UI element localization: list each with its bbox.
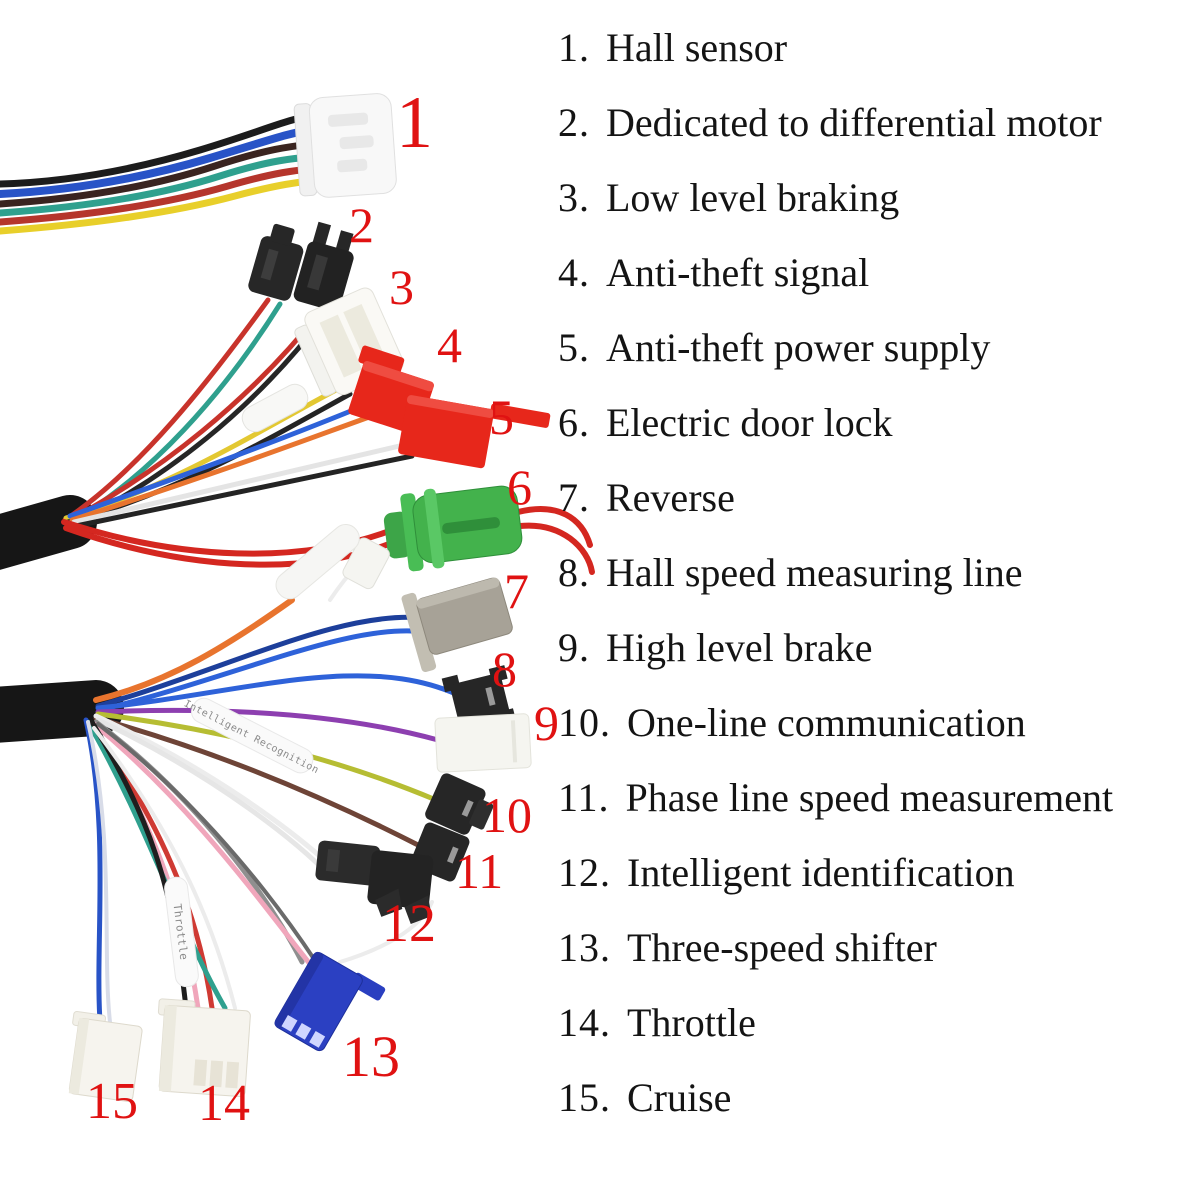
marker-8: 8 bbox=[492, 641, 517, 697]
legend-label: Hall sensor bbox=[606, 25, 788, 70]
connector-13-three-speed bbox=[274, 951, 386, 1052]
legend-item-8: 8. Hall speed measuring line bbox=[558, 553, 1023, 593]
legend-label: Intelligent identification bbox=[627, 850, 1015, 895]
legend-item-10: 10. One-line communication bbox=[558, 703, 1026, 743]
cable-sheath-upper bbox=[0, 495, 97, 570]
legend-num: 2. bbox=[558, 100, 590, 145]
legend-item-3: 3. Low level braking bbox=[558, 178, 899, 218]
legend-num: 10. bbox=[558, 700, 611, 745]
connector-10-one-line-comm bbox=[425, 773, 494, 835]
legend-label: Phase line speed measurement bbox=[625, 775, 1114, 820]
marker-3: 3 bbox=[389, 259, 414, 315]
label-sleeve-blurred bbox=[241, 383, 309, 433]
legend-item-13: 13. Three-speed shifter bbox=[558, 928, 937, 968]
legend-num: 1. bbox=[558, 25, 590, 70]
marker-9: 9 bbox=[534, 695, 559, 751]
marker-12: 12 bbox=[382, 893, 436, 953]
legend-label: Reverse bbox=[606, 475, 735, 520]
legend-label: One-line communication bbox=[627, 700, 1026, 745]
connector-7-reverse bbox=[401, 577, 513, 673]
legend-item-14: 14. Throttle bbox=[558, 1003, 756, 1043]
connector-2-differential-motor bbox=[248, 221, 354, 312]
marker-13: 13 bbox=[342, 1024, 400, 1089]
legend-label: Three-speed shifter bbox=[627, 925, 937, 970]
legend-item-15: 15. Cruise bbox=[558, 1078, 731, 1118]
label-sleeve-intelligent-recognition: Intelligent Recognition bbox=[182, 697, 321, 776]
legend-label: Anti-theft signal bbox=[606, 250, 870, 295]
legend-num: 12. bbox=[558, 850, 611, 895]
connector-12-intelligent-id bbox=[315, 840, 434, 925]
legend-num: 6. bbox=[558, 400, 590, 445]
marker-11: 11 bbox=[455, 843, 504, 899]
marker-15: 15 bbox=[86, 1073, 138, 1130]
connector-white-stub bbox=[328, 537, 390, 602]
legend-label: Dedicated to differential motor bbox=[606, 100, 1102, 145]
legend-label: Electric door lock bbox=[606, 400, 893, 445]
legend-item-2: 2. Dedicated to differential motor bbox=[558, 103, 1102, 143]
legend-num: 11. bbox=[558, 775, 610, 820]
legend-num: 7. bbox=[558, 475, 590, 520]
legend-num: 8. bbox=[558, 550, 590, 595]
connector-5-anti-theft-power bbox=[398, 395, 551, 469]
marker-14: 14 bbox=[198, 1075, 250, 1132]
connector-15-cruise bbox=[68, 1011, 143, 1102]
legend-num: 13. bbox=[558, 925, 611, 970]
legend-item-9: 9. High level brake bbox=[558, 628, 873, 668]
marker-5: 5 bbox=[489, 389, 514, 445]
connector-14-throttle bbox=[157, 998, 251, 1098]
marker-4: 4 bbox=[437, 317, 462, 373]
legend-item-7: 7. Reverse bbox=[558, 478, 735, 518]
branch-lower-wires bbox=[83, 597, 459, 1025]
legend-item-6: 6. Electric door lock bbox=[558, 403, 893, 443]
label-sleeve-throttle: Throttle bbox=[164, 876, 199, 988]
legend-num: 9. bbox=[558, 625, 590, 670]
legend-label: Cruise bbox=[627, 1075, 732, 1120]
branch-upper-wires bbox=[61, 297, 415, 568]
legend-label: Hall speed measuring line bbox=[606, 550, 1023, 595]
marker-10: 10 bbox=[482, 787, 532, 843]
legend-item-5: 5. Anti-theft power supply bbox=[558, 328, 990, 368]
bundle-hall-sensor bbox=[0, 112, 316, 235]
legend-num: 5. bbox=[558, 325, 590, 370]
legend-label: Low level braking bbox=[606, 175, 900, 220]
marker-7: 7 bbox=[504, 563, 529, 619]
connector-9-high-level-brake bbox=[434, 713, 532, 773]
legend-item-12: 12. Intelligent identification bbox=[558, 853, 1015, 893]
legend-num: 15. bbox=[558, 1075, 611, 1120]
connector-1-hall-sensor bbox=[293, 93, 397, 198]
cable-sheath-lower bbox=[0, 680, 124, 743]
connector-6-electric-door-lock bbox=[383, 485, 595, 575]
legend-label: Throttle bbox=[627, 1000, 756, 1045]
legend-item-11: 11. Phase line speed measurement bbox=[558, 778, 1113, 818]
marker-2: 2 bbox=[349, 197, 374, 253]
legend-num: 14. bbox=[558, 1000, 611, 1045]
legend-label: Anti-theft power supply bbox=[606, 325, 991, 370]
legend-num: 4. bbox=[558, 250, 590, 295]
legend-item-1: 1. Hall sensor bbox=[558, 28, 787, 68]
marker-6: 6 bbox=[507, 459, 532, 515]
legend-item-4: 4. Anti-theft signal bbox=[558, 253, 869, 293]
legend-label: High level brake bbox=[606, 625, 873, 670]
marker-1: 1 bbox=[396, 82, 433, 164]
sleeve-orange-wire bbox=[275, 523, 360, 600]
legend-num: 3. bbox=[558, 175, 590, 220]
